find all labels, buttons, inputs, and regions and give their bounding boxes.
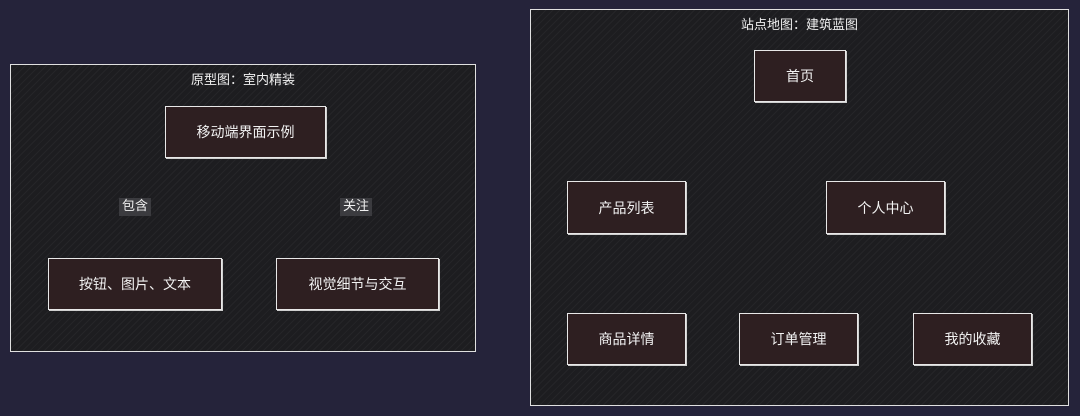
node-label: 商品详情 xyxy=(598,332,655,348)
cluster-title: 原型图：室内精装 xyxy=(190,73,295,88)
node-visual-interaction[interactable]: 视觉细节与交互 xyxy=(276,258,439,310)
node-label: 个人中心 xyxy=(857,200,914,217)
node-label: 按钮、图片、文本 xyxy=(79,277,191,293)
node-label: 移动端界面示例 xyxy=(196,125,295,141)
edge-label-contains: 包含 xyxy=(119,198,152,216)
node-label: 视觉细节与交互 xyxy=(308,277,407,293)
node-home[interactable]: 首页 xyxy=(754,50,846,102)
node-product-list[interactable]: 产品列表 xyxy=(567,181,686,234)
edge-label-focus: 关注 xyxy=(340,198,373,216)
node-label: 首页 xyxy=(786,69,814,85)
node-label: 订单管理 xyxy=(770,332,827,348)
node-order-management[interactable]: 订单管理 xyxy=(739,313,858,365)
node-label: 我的收藏 xyxy=(944,332,1001,348)
node-mobile-ui[interactable]: 移动端界面示例 xyxy=(165,106,326,158)
node-buttons-images-text[interactable]: 按钮、图片、文本 xyxy=(48,258,222,310)
node-my-favorites[interactable]: 我的收藏 xyxy=(913,313,1032,365)
node-label: 产品列表 xyxy=(598,200,655,217)
cluster-title: 站点地图：建筑蓝图 xyxy=(740,18,858,33)
node-product-detail[interactable]: 商品详情 xyxy=(567,313,686,365)
node-user-center[interactable]: 个人中心 xyxy=(826,181,945,234)
